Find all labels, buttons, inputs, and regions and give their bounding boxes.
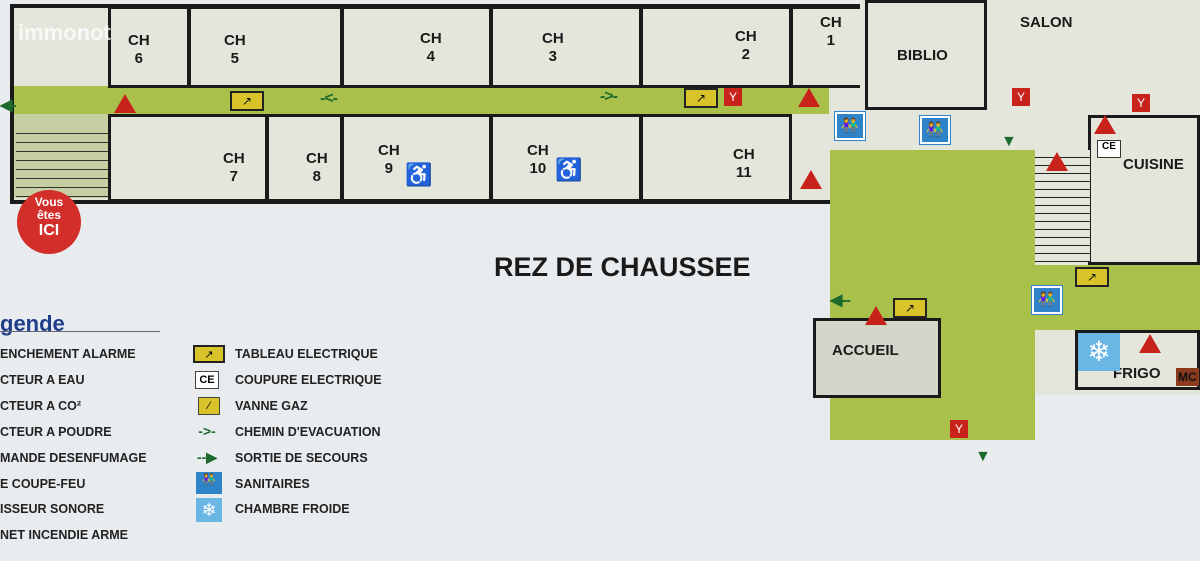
fire-hose-icon: Y [1132, 94, 1150, 112]
legend-item: NET INCENDIE ARME [0, 528, 129, 542]
label-ch6: CH 6 [128, 32, 150, 67]
alarm-icon [1046, 152, 1068, 171]
exit-arrow-icon: ▼ [975, 448, 991, 465]
wheelchair-icon: ♿ [555, 157, 583, 182]
electric-panel-icon: ↗ [1075, 267, 1109, 287]
cold-room-icon: ❄ [196, 498, 222, 522]
evacuation-arrow-icon: -<- [320, 90, 338, 107]
legend-item: SANITAIRES [235, 477, 310, 491]
power-cut-icon: CE [195, 371, 219, 389]
label-ch11: CH 11 [733, 146, 755, 181]
legend-item: E COUPE-FEU [0, 477, 86, 491]
electric-panel-icon: ↗ [193, 345, 225, 363]
legend-item: SORTIE DE SECOURS [235, 451, 368, 465]
legend-item: CHEMIN D'EVACUATION [235, 425, 381, 439]
label-cuisine: CUISINE [1123, 156, 1184, 173]
evacuation-arrow-icon: ->- [600, 88, 618, 105]
label-frigo: FRIGO [1113, 365, 1161, 382]
label-ch3: CH 3 [542, 30, 564, 65]
room-ch10 [490, 114, 642, 202]
label-ch9: CH 9 [378, 142, 400, 177]
hall-exit [920, 390, 1020, 440]
room-ch8 [266, 114, 343, 202]
label-biblio: BIBLIO [897, 47, 948, 64]
label-mc: MC [1176, 368, 1199, 386]
legend-item: COUPURE ELECTRIQUE [235, 373, 382, 387]
legend-item: VANNE GAZ [235, 399, 308, 413]
legend-underline [0, 331, 160, 332]
legend-item: ENCHEMENT ALARME [0, 347, 136, 361]
electric-panel-icon: ↗ [230, 91, 264, 111]
fire-hose-icon: Y [724, 88, 742, 106]
legend-item: ISSEUR SONORE [0, 502, 105, 516]
you-are-here-line2: êtes [36, 208, 62, 222]
stairs-west [16, 125, 108, 197]
label-ch1: CH 1 [820, 14, 842, 49]
you-are-here-line3: ICI [38, 222, 60, 239]
legend-title: gende [0, 311, 65, 336]
watermark: immonot [18, 20, 111, 45]
legend-item: CHAMBRE FROIDE [235, 502, 350, 516]
alarm-icon [1139, 334, 1161, 353]
room-ch2 [640, 6, 792, 88]
room-cuisine [1088, 115, 1200, 265]
label-ch4: CH 4 [420, 30, 442, 65]
toilets-icon: 👫 [1031, 285, 1063, 315]
electric-panel-icon: ↗ [893, 298, 927, 318]
you-are-here-line1: Vous [34, 195, 64, 209]
electric-panel-icon: ↗ [684, 88, 718, 108]
evacuation-arrow-icon: ▼ [1001, 133, 1017, 150]
emergency-exit-icon: --▶ [196, 449, 218, 465]
wheelchair-icon: ♿ [405, 162, 433, 187]
alarm-icon [800, 170, 822, 189]
label-accueil: ACCUEIL [832, 342, 899, 359]
fire-hose-icon: Y [950, 420, 968, 438]
toilets-icon: 👫 [196, 472, 222, 494]
evacuation-path-icon: ->- [198, 423, 216, 439]
alarm-icon [1094, 115, 1116, 134]
room-ch11 [640, 114, 792, 202]
room-ch7 [108, 114, 268, 202]
label-ch2: CH 2 [735, 28, 757, 63]
hall-east [1035, 265, 1200, 330]
label-ch7: CH 7 [223, 150, 245, 185]
legend-item: CTEUR A CO² [0, 399, 82, 413]
toilets-icon: 👫 [834, 111, 866, 141]
room-ch5 [188, 6, 343, 88]
legend-item: MANDE DESENFUMAGE [0, 451, 147, 465]
you-are-here-marker: Vous êtes ICI [17, 190, 81, 254]
toilets-icon: 👫 [919, 115, 951, 145]
room-accueil [813, 318, 941, 398]
cold-room-icon: ❄ [1078, 333, 1120, 371]
room-biblio [865, 0, 987, 110]
room-ch3 [490, 6, 642, 88]
exit-arrow-icon: ◀- [0, 97, 17, 114]
gas-valve-icon: ⁄ [198, 397, 220, 415]
label-ch5: CH 5 [224, 32, 246, 67]
exit-arrow-icon: ◀-- [830, 292, 851, 309]
label-salon: SALON [1020, 14, 1073, 31]
label-ch10: CH 10 [527, 142, 549, 177]
room-ch9 [341, 114, 492, 202]
power-cut-icon: CE [1097, 140, 1121, 158]
label-ch8: CH 8 [306, 150, 328, 185]
legend-item: CTEUR A EAU [0, 373, 85, 387]
legend-item: TABLEAU ELECTRIQUE [235, 347, 378, 361]
floor-title: REZ DE CHAUSSEE [494, 252, 751, 282]
alarm-icon [114, 94, 136, 113]
alarm-icon [798, 88, 820, 107]
alarm-icon [865, 306, 887, 325]
room-ch4 [341, 6, 492, 88]
fire-hose-icon: Y [1012, 88, 1030, 106]
legend-item: CTEUR A POUDRE [0, 425, 112, 439]
